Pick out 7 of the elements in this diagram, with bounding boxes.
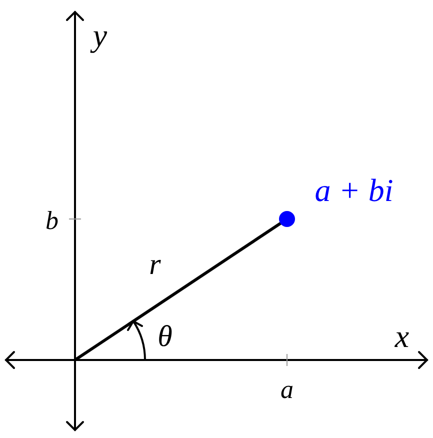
point-label: a + bi: [314, 174, 394, 206]
tick-label: b: [46, 208, 58, 234]
axis-label: x: [394, 320, 410, 352]
angle-label: θ: [158, 322, 172, 352]
radius-label: r: [149, 250, 161, 280]
axis-label: y: [92, 19, 108, 51]
tick-label: a: [280, 377, 294, 403]
